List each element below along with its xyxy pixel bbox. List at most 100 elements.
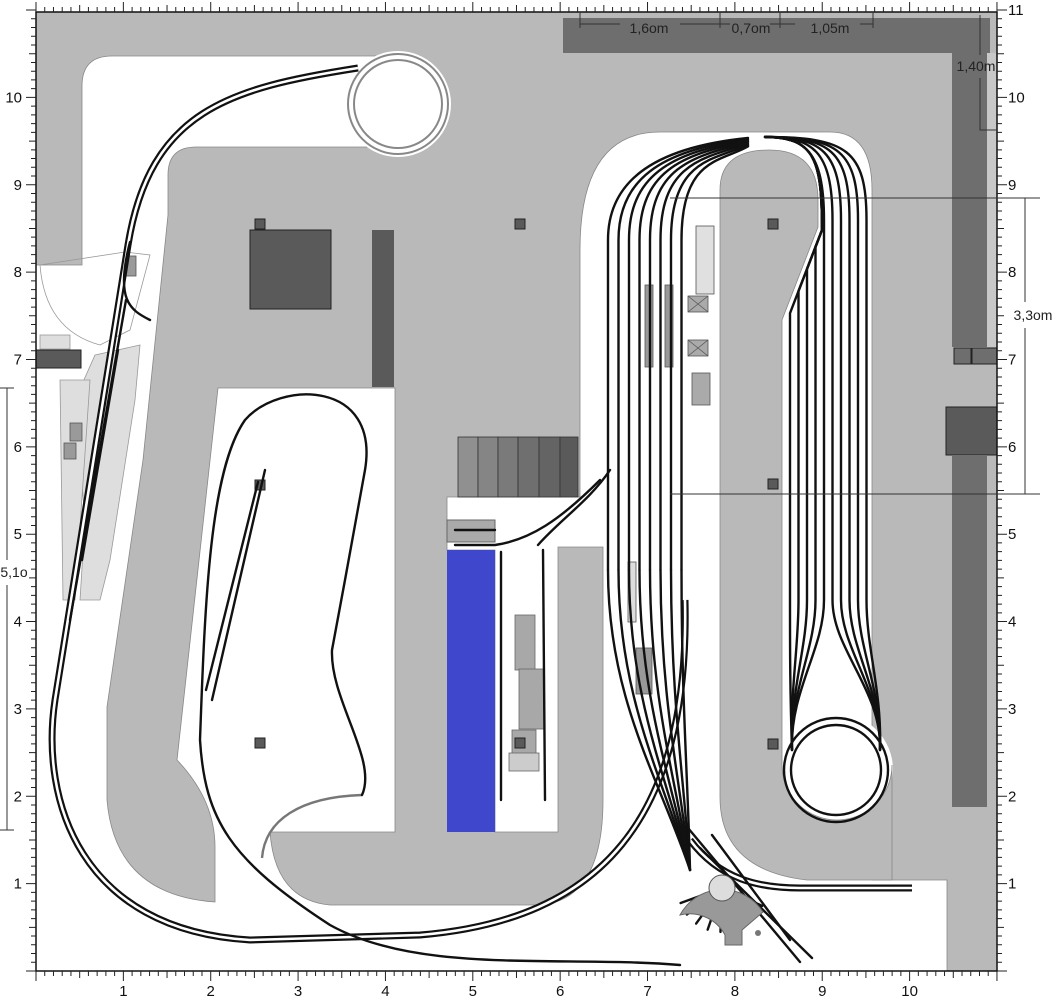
y-tick-label-right: 3 — [1008, 701, 1016, 718]
y-tick-label-right: 5 — [1008, 526, 1016, 543]
yard-track — [617, 568, 692, 872]
y-tick-label-right: 7 — [1008, 351, 1016, 368]
industry-track — [541, 548, 547, 802]
yard-track — [627, 139, 750, 572]
yard-track — [617, 138, 750, 572]
x-tick-label: 3 — [294, 983, 302, 999]
siding — [210, 468, 267, 702]
y-tick-label-right: 1 — [1008, 876, 1016, 893]
return-loop-inner — [789, 723, 883, 817]
staging-track — [763, 135, 882, 752]
y-tick-label-right: 8 — [1008, 264, 1016, 281]
pillar — [514, 218, 526, 230]
station-track — [80, 348, 120, 562]
industry-track — [453, 478, 602, 547]
y-tick-label-left: 9 — [14, 177, 22, 194]
y-tick-label-left: 5 — [14, 526, 22, 543]
y-tick-label-left: 7 — [14, 351, 22, 368]
turntable-hut — [755, 930, 761, 936]
yard-track — [627, 568, 692, 872]
dim-label-1: 1,6om — [630, 20, 669, 36]
y-tick-label-left: 10 — [5, 89, 22, 106]
wall-top — [563, 18, 990, 53]
yard-track — [606, 136, 750, 572]
yard-track — [659, 568, 692, 872]
siding — [122, 240, 152, 322]
y-tick-label-right: 2 — [1008, 788, 1016, 805]
helix-track-outer — [347, 53, 449, 155]
pillar — [767, 218, 779, 230]
y-tick-label-right: 9 — [1008, 177, 1016, 194]
wall-block-right-a — [953, 347, 972, 365]
tick-marks — [26, 2, 1007, 981]
return-loop-outer — [782, 716, 890, 824]
turntable — [708, 874, 736, 902]
staging-track — [763, 135, 882, 752]
industry-track — [536, 468, 612, 547]
dim-label-right-mid: 3,3om — [1014, 307, 1053, 323]
building-tall — [372, 230, 394, 387]
dim-label-right-top: 1,40m — [957, 58, 996, 74]
yard-track — [648, 141, 750, 572]
yard-track — [659, 142, 750, 572]
y-tick-label-left: 8 — [14, 264, 22, 281]
main-line-gap — [50, 66, 687, 942]
y-tick-label-left: 3 — [14, 701, 22, 718]
x-tick-label: 10 — [901, 983, 918, 999]
x-tick-label: 6 — [556, 983, 564, 999]
station-buildings-left — [63, 255, 137, 460]
wall-block-right-b — [971, 347, 998, 365]
helix-track-inner — [353, 59, 443, 149]
dim-label-3: 1,05m — [811, 20, 850, 36]
wall-block-left — [35, 349, 82, 369]
staging-track — [763, 135, 882, 752]
x-tick-label: 4 — [381, 983, 389, 999]
pillar — [767, 738, 779, 750]
pillar — [254, 737, 266, 749]
yard-track — [669, 144, 750, 572]
axis-ticks — [26, 2, 1007, 981]
y-tick-label-left: 2 — [14, 788, 22, 805]
y-tick-label-left: 6 — [14, 439, 22, 456]
staging-track — [763, 135, 882, 752]
yard-track — [680, 145, 750, 572]
pillar — [514, 737, 526, 749]
x-tick-label: 7 — [643, 983, 651, 999]
yard-track — [606, 568, 692, 872]
y-tick-label-right: 11 — [1008, 2, 1024, 19]
building-large — [249, 229, 332, 310]
y-tick-label-right: 10 — [1008, 89, 1025, 106]
y-tick-label-left: 1 — [14, 876, 22, 893]
yard-track — [648, 568, 692, 872]
x-tick-label: 8 — [731, 983, 739, 999]
pillar — [767, 478, 779, 490]
x-tick-label: 1 — [119, 983, 127, 999]
pillar — [254, 218, 266, 230]
yard-track — [669, 568, 692, 872]
building-stack — [457, 436, 579, 498]
staging-track — [763, 135, 826, 752]
wall-right-lower — [952, 455, 987, 807]
wall-right-upper — [952, 53, 987, 347]
dim-label-2: 0,7om — [732, 20, 771, 36]
industry-buildings — [508, 614, 545, 772]
x-tick-label: 2 — [207, 983, 215, 999]
y-tick-label-left: 4 — [14, 614, 22, 631]
yard-track — [680, 568, 692, 872]
diagonal-track — [710, 833, 792, 942]
dim-label-left: 5,1o — [0, 564, 27, 580]
water — [447, 550, 495, 832]
x-tick-label: 5 — [469, 983, 477, 999]
yard-track — [638, 568, 692, 872]
station-area-left — [39, 251, 151, 601]
turntable-fan — [679, 889, 764, 946]
helix-base — [345, 51, 451, 157]
aisle-peninsula-right — [719, 149, 893, 881]
x-tick-label: 9 — [818, 983, 826, 999]
loop-track — [198, 393, 682, 967]
loop-bulge — [779, 713, 893, 827]
y-tick-label-right: 6 — [1008, 439, 1016, 456]
building-right — [945, 406, 998, 456]
